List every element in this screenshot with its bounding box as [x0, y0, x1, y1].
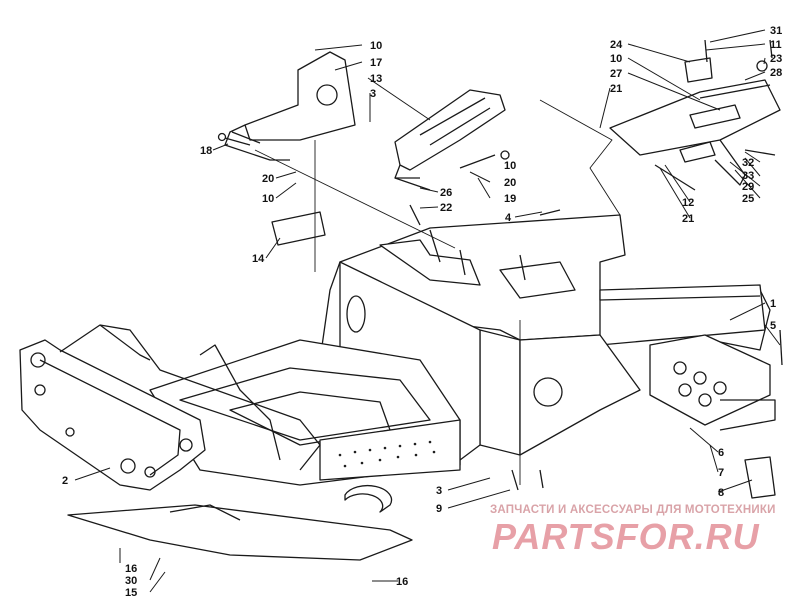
belly-pan	[149, 339, 461, 486]
callout-label: 25	[742, 193, 754, 205]
callout-label: 10	[262, 193, 274, 205]
callout-label: 17	[370, 57, 382, 69]
hardware	[217, 39, 783, 491]
callout-label: 33	[742, 170, 754, 182]
watermark-caption: ЗАПЧАСТИ И АКСЕССУАРЫ ДЛЯ МОТОТЕХНИКИ	[490, 504, 776, 516]
callout-label: 8	[718, 487, 724, 499]
steering-support	[394, 89, 506, 179]
callout-label: 10	[610, 53, 622, 65]
callout-label: 21	[610, 83, 622, 95]
callout-numbers: 10 17 13 3 18 20 10 26 22 10 20 19 4 24 …	[62, 25, 782, 599]
callout-label: 3	[436, 485, 442, 497]
callout-label: 16	[396, 576, 408, 588]
callout-label: 11	[770, 39, 782, 51]
callout-label: 16	[125, 563, 137, 575]
callout-label: 7	[718, 467, 724, 479]
callout-label: 21	[682, 213, 694, 225]
callout-label: 14	[252, 253, 265, 265]
callout-label: 1	[770, 298, 776, 310]
callout-leaders	[74, 29, 781, 593]
steering-bracket-left	[224, 51, 356, 161]
callout-label: 20	[504, 177, 516, 189]
callout-label: 23	[770, 53, 782, 65]
callout-label: 19	[504, 193, 516, 205]
leader-lines	[254, 99, 621, 485]
callout-label: 15	[125, 587, 137, 599]
watermark: ЗАПЧАСТИ И АКСЕССУАРЫ ДЛЯ МОТОТЕХНИКИ PA…	[490, 500, 795, 560]
callout-label: 22	[440, 202, 452, 214]
callout-label: 3	[370, 88, 376, 100]
callout-label: 5	[770, 320, 776, 332]
callout-label: 2	[62, 475, 68, 487]
callout-label: 31	[770, 25, 782, 37]
callout-label: 28	[770, 67, 782, 79]
callout-label: 29	[742, 181, 754, 193]
console-panel	[609, 57, 781, 186]
callout-label: 32	[742, 157, 754, 169]
callout-label: 24	[610, 39, 623, 51]
skid-plate	[67, 484, 413, 561]
watermark-logo: PARTSFOR.RU	[492, 516, 760, 557]
front-bumper	[19, 324, 321, 491]
callout-label: 20	[262, 173, 274, 185]
callout-label: 30	[125, 575, 137, 587]
callout-label: 4	[505, 212, 512, 224]
callout-label: 10	[370, 40, 382, 52]
callout-label: 27	[610, 68, 622, 80]
callout-label: 26	[440, 187, 452, 199]
heat-plate	[649, 334, 776, 499]
callout-label: 10	[504, 160, 516, 172]
callout-label: 18	[200, 145, 212, 157]
callout-label: 13	[370, 73, 382, 85]
callout-label: 6	[718, 447, 724, 459]
callout-label: 12	[682, 197, 694, 209]
callout-label: 9	[436, 503, 442, 515]
